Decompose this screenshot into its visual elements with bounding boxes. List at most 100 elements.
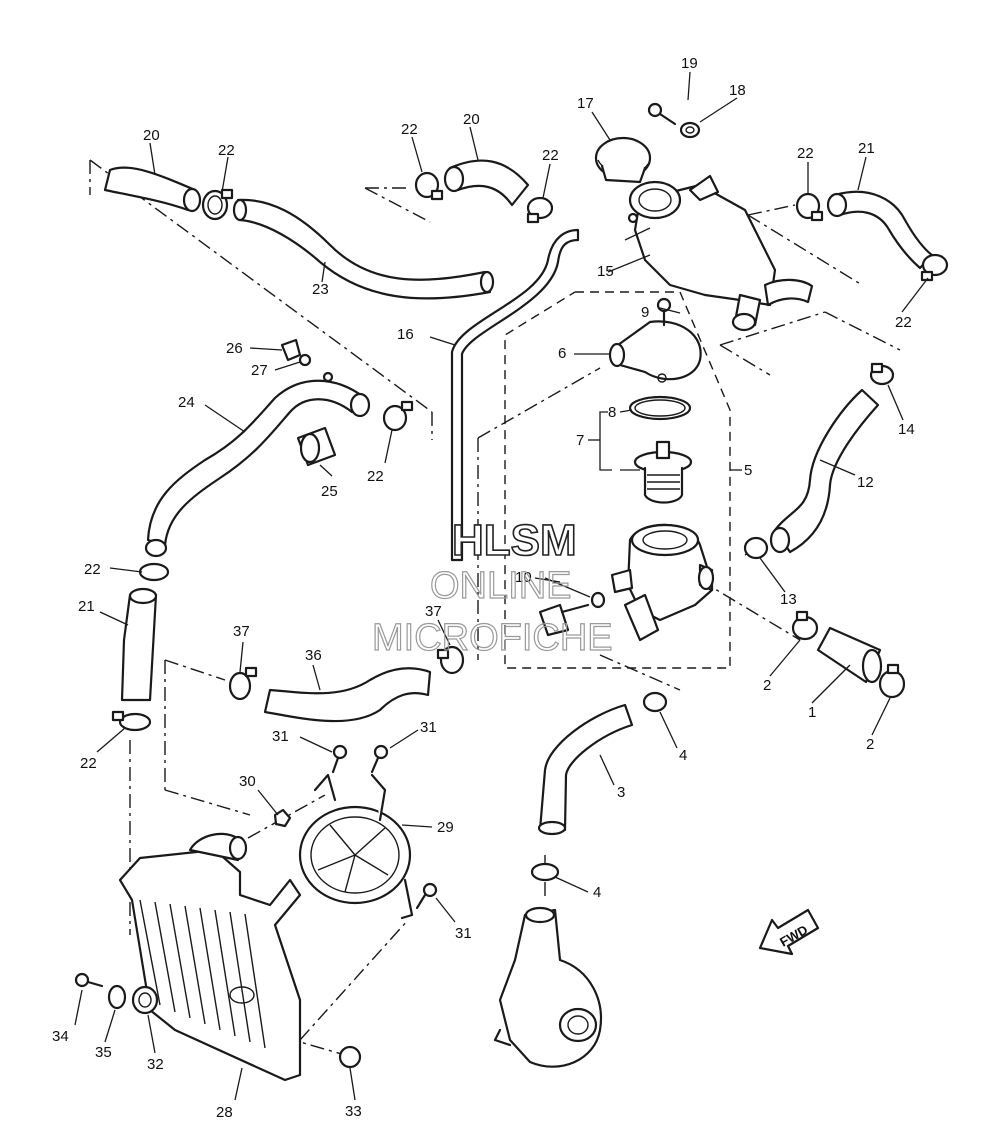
bolt-31-c — [415, 882, 438, 910]
callout-35: 35 — [95, 1044, 112, 1061]
hose-clamp-22-h — [111, 710, 152, 732]
callout-2-b: 2 — [866, 736, 874, 753]
hose-clamp-22-a — [201, 188, 234, 221]
callout-22-d: 22 — [797, 145, 814, 162]
washer-18 — [679, 121, 701, 139]
hose-clamp-4-a — [642, 691, 668, 713]
callout-34: 34 — [52, 1028, 69, 1045]
bolt-31-b — [370, 744, 389, 774]
bolt-34 — [74, 972, 104, 988]
collar-33 — [338, 1045, 362, 1069]
callout-22-f: 22 — [367, 468, 384, 485]
callout-21-right: 21 — [858, 140, 875, 157]
grommet-32 — [131, 985, 159, 1015]
callout-5: 5 — [744, 462, 752, 479]
hose-21-left — [120, 587, 158, 702]
hose-36 — [263, 667, 432, 723]
assembly-guide-lines — [89, 159, 901, 1056]
callout-27: 27 — [251, 362, 268, 379]
reservoir-tank-15 — [627, 174, 814, 332]
hose-clamp-22-d — [795, 192, 824, 222]
callout-12: 12 — [857, 474, 874, 491]
callout-32: 32 — [147, 1056, 164, 1073]
callout-31-b: 31 — [420, 719, 437, 736]
callout-16: 16 — [397, 326, 414, 343]
fitting-26 — [280, 338, 302, 362]
hose-clamp-22-b — [414, 171, 444, 201]
breather-hose-16 — [450, 228, 580, 562]
hose-clamp-14 — [869, 362, 895, 386]
callout-31-a: 31 — [272, 728, 289, 745]
callout-numbers: 20 22 22 20 22 19 18 17 22 21 22 15 9 6 … — [52, 55, 915, 1121]
callout-15: 15 — [597, 263, 614, 280]
callout-33: 33 — [345, 1103, 362, 1120]
hose-21-right — [826, 190, 934, 270]
callout-22-b: 22 — [401, 121, 418, 138]
water-pump — [493, 906, 603, 1068]
callout-22-e: 22 — [895, 314, 912, 331]
callout-7: 7 — [576, 432, 584, 449]
washer-35 — [107, 984, 127, 1010]
hose-24 — [146, 379, 371, 547]
hose-12 — [769, 388, 880, 554]
callout-4-a: 4 — [679, 747, 687, 764]
forward-direction-badge: FWD — [758, 908, 820, 956]
radiator-28 — [118, 832, 302, 1082]
callout-23: 23 — [312, 281, 329, 298]
callout-29: 29 — [437, 819, 454, 836]
thermostat-cover-6 — [608, 320, 702, 383]
callout-18: 18 — [729, 82, 746, 99]
nut-30 — [273, 808, 292, 828]
hose-clamp-22-f — [382, 400, 414, 432]
callout-24: 24 — [178, 394, 195, 411]
hose-20-left — [103, 166, 202, 213]
callout-36: 36 — [305, 647, 322, 664]
watermark-line-2: ONLINE — [430, 565, 571, 607]
hose-clamp-13 — [743, 536, 769, 560]
callout-6: 6 — [558, 345, 566, 362]
clip-27 — [298, 353, 334, 383]
o-ring-8 — [628, 395, 692, 421]
callout-31-c: 31 — [455, 925, 472, 942]
callout-22-c: 22 — [542, 147, 559, 164]
watermark-line-3: MICROFICHE — [372, 617, 613, 659]
cooling-fan-29 — [298, 773, 414, 920]
callout-28: 28 — [216, 1104, 233, 1121]
callout-14: 14 — [898, 421, 915, 438]
watermark-line-1: HLSM — [452, 516, 577, 565]
hose-20-upper — [443, 159, 530, 207]
callout-3: 3 — [617, 784, 625, 801]
callout-30: 30 — [239, 773, 256, 790]
hose-clamp-22-g — [138, 538, 170, 582]
callout-1: 1 — [808, 704, 816, 721]
hose-clamp-22-e — [920, 253, 949, 282]
hose-clamp-22-c — [526, 196, 554, 224]
callout-37-a: 37 — [233, 623, 250, 640]
bolt-19 — [647, 102, 677, 126]
hose-23 — [232, 198, 495, 300]
callout-22-a: 22 — [218, 142, 235, 159]
callout-8: 8 — [608, 404, 616, 421]
hose-clamp-2-a — [791, 610, 819, 641]
hose-clamp-4-b — [530, 862, 560, 882]
hose-clamp-2-b — [878, 663, 906, 699]
callout-13: 13 — [780, 591, 797, 608]
callout-25: 25 — [321, 483, 338, 500]
hose-1 — [816, 626, 883, 684]
callout-22-h: 22 — [80, 755, 97, 772]
radiator-cap-17 — [594, 136, 652, 184]
cap-25 — [296, 426, 337, 467]
leader-lines — [74, 71, 929, 1101]
watermark: HLSM ONLINE MICROFICHE — [371, 515, 613, 659]
callout-21-left: 21 — [78, 598, 95, 615]
callout-2-a: 2 — [763, 677, 771, 694]
callout-22-g: 22 — [84, 561, 101, 578]
callout-10: 10 — [515, 569, 532, 586]
callout-4-b: 4 — [593, 884, 601, 901]
hose-clamp-37-a — [228, 666, 258, 701]
thermostat-housing-5 — [610, 523, 715, 642]
callout-9: 9 — [641, 304, 649, 321]
thermostat-7 — [633, 440, 693, 504]
callout-37-b: 37 — [425, 603, 442, 620]
